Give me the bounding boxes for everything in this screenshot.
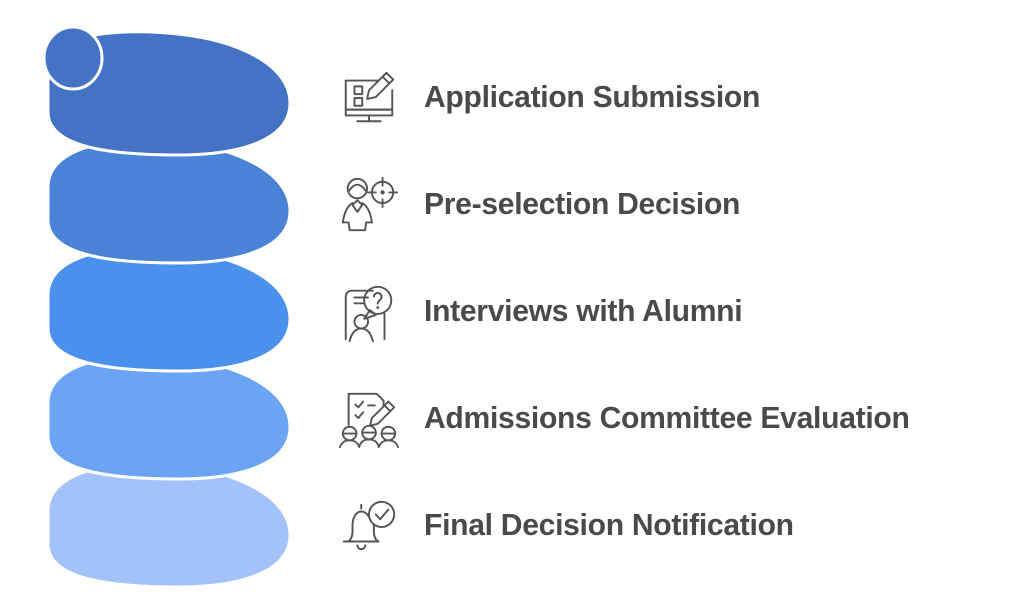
coil-turn-5 bbox=[46, 462, 292, 589]
coil-turns bbox=[42, 25, 292, 589]
step-label-4: Admissions Committee Evaluation bbox=[424, 400, 910, 436]
step-row-pre-selection-decision[interactable]: Pre-selection Decision bbox=[336, 151, 1016, 258]
person-question-bubble-icon bbox=[336, 279, 402, 345]
spiral-graphic bbox=[28, 14, 318, 599]
monitor-checklist-pencil-icon bbox=[336, 65, 402, 131]
step-row-admissions-committee-evaluation[interactable]: Admissions Committee Evaluation bbox=[336, 365, 1016, 472]
step-label-1: Application Submission bbox=[424, 79, 761, 115]
step-label-5: Final Decision Notification bbox=[424, 507, 794, 543]
coil-turn-4 bbox=[46, 354, 292, 481]
bell-check-icon bbox=[336, 493, 402, 559]
step-row-application-submission[interactable]: Application Submission bbox=[336, 44, 1016, 151]
coil-end-cap bbox=[42, 25, 104, 91]
coil-turn-2 bbox=[46, 138, 292, 265]
coil-turn-3 bbox=[46, 246, 292, 373]
process-step-list: Application Submission Pre-selection Dec… bbox=[336, 44, 1016, 584]
person-target-icon bbox=[336, 172, 402, 238]
step-label-2: Pre-selection Decision bbox=[424, 186, 741, 222]
step-row-final-decision-notification[interactable]: Final Decision Notification bbox=[336, 472, 1016, 579]
checklist-pencil-people-icon bbox=[336, 386, 402, 452]
coil-turn-1 bbox=[42, 25, 292, 157]
step-label-3: Interviews with Alumni bbox=[424, 293, 743, 329]
step-row-interviews-with-alumni[interactable]: Interviews with Alumni bbox=[336, 258, 1016, 365]
spiral-coil-svg bbox=[42, 25, 292, 589]
